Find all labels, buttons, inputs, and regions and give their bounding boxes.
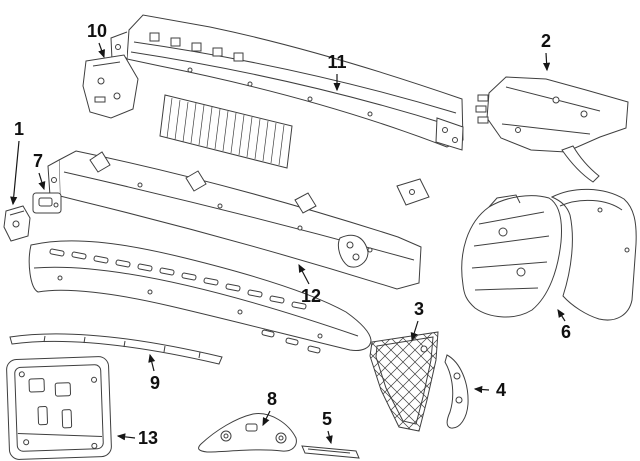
callout-2[interactable]: 2: [540, 31, 552, 51]
part-drawing-trim-strip[interactable]: [10, 334, 222, 364]
part-drawing-side-support[interactable]: [445, 355, 468, 428]
callout-6[interactable]: 6: [560, 322, 572, 342]
callout-11[interactable]: 11: [327, 52, 347, 72]
part-drawing-bumper-valance[interactable]: [29, 241, 371, 353]
part-drawing-side-bracket-right[interactable]: [476, 77, 628, 182]
callout-9[interactable]: 9: [149, 373, 161, 393]
callout-5[interactable]: 5: [321, 409, 333, 429]
callout-7[interactable]: 7: [32, 151, 44, 171]
part-drawing-grille-mesh[interactable]: [270, 325, 560, 435]
callout-1[interactable]: 1: [13, 119, 25, 139]
callout-13[interactable]: 13: [137, 428, 159, 448]
part-drawing-impact-bar-lower[interactable]: [48, 151, 429, 289]
part-drawing-license-bracket[interactable]: [6, 356, 111, 459]
part-drawing-lower-strip[interactable]: [302, 446, 359, 458]
callout-3[interactable]: 3: [413, 299, 425, 319]
part-drawing-bumper-corner[interactable]: [462, 189, 636, 320]
part-drawing-clip-left[interactable]: [4, 206, 30, 241]
part-drawing-lower-bracket[interactable]: [199, 414, 297, 452]
callout-4[interactable]: 4: [495, 380, 507, 400]
part-drawing-sensor-bracket[interactable]: [33, 193, 61, 213]
part-drawing-impact-bar-upper[interactable]: [111, 15, 463, 168]
callout-12[interactable]: 12: [300, 286, 322, 306]
part-drawing-bracket-upper-left[interactable]: [83, 55, 138, 118]
callout-8[interactable]: 8: [266, 389, 278, 409]
leader-lines: [10, 42, 566, 445]
callout-10[interactable]: 10: [86, 21, 108, 41]
